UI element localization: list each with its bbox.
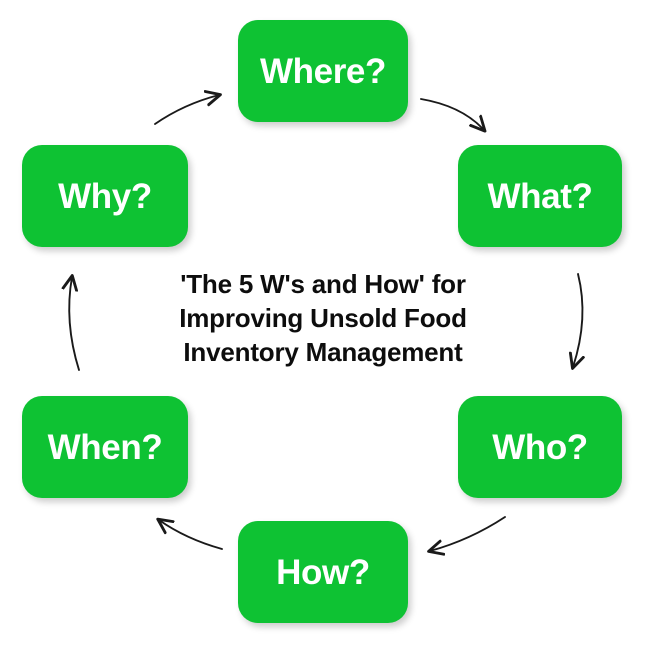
arrow-who-to-how: [430, 516, 506, 551]
node-what-label: What?: [487, 176, 593, 216]
arrow-why-to-where: [154, 95, 219, 125]
node-when[interactable]: When?: [22, 396, 188, 498]
node-who[interactable]: Who?: [458, 396, 622, 498]
arrow-what-to-who: [573, 273, 582, 367]
center-title: 'The 5 W's and How' for Improving Unsold…: [123, 268, 523, 369]
arrow-when-to-why: [69, 277, 80, 371]
node-what[interactable]: What?: [458, 145, 622, 247]
node-how[interactable]: How?: [238, 521, 408, 623]
arrow-where-to-what: [420, 98, 484, 130]
center-title-line-2: Improving Unsold Food: [179, 302, 467, 333]
node-when-label: When?: [47, 427, 163, 467]
node-where-label: Where?: [260, 51, 386, 91]
center-title-line-3: Inventory Management: [183, 336, 463, 367]
node-why[interactable]: Why?: [22, 145, 188, 247]
node-how-label: How?: [276, 552, 370, 592]
arrow-how-to-when: [159, 520, 223, 550]
node-where[interactable]: Where?: [238, 20, 408, 122]
node-who-label: Who?: [492, 427, 588, 467]
node-why-label: Why?: [58, 176, 152, 216]
center-title-line-1: 'The 5 W's and How' for: [180, 269, 466, 299]
